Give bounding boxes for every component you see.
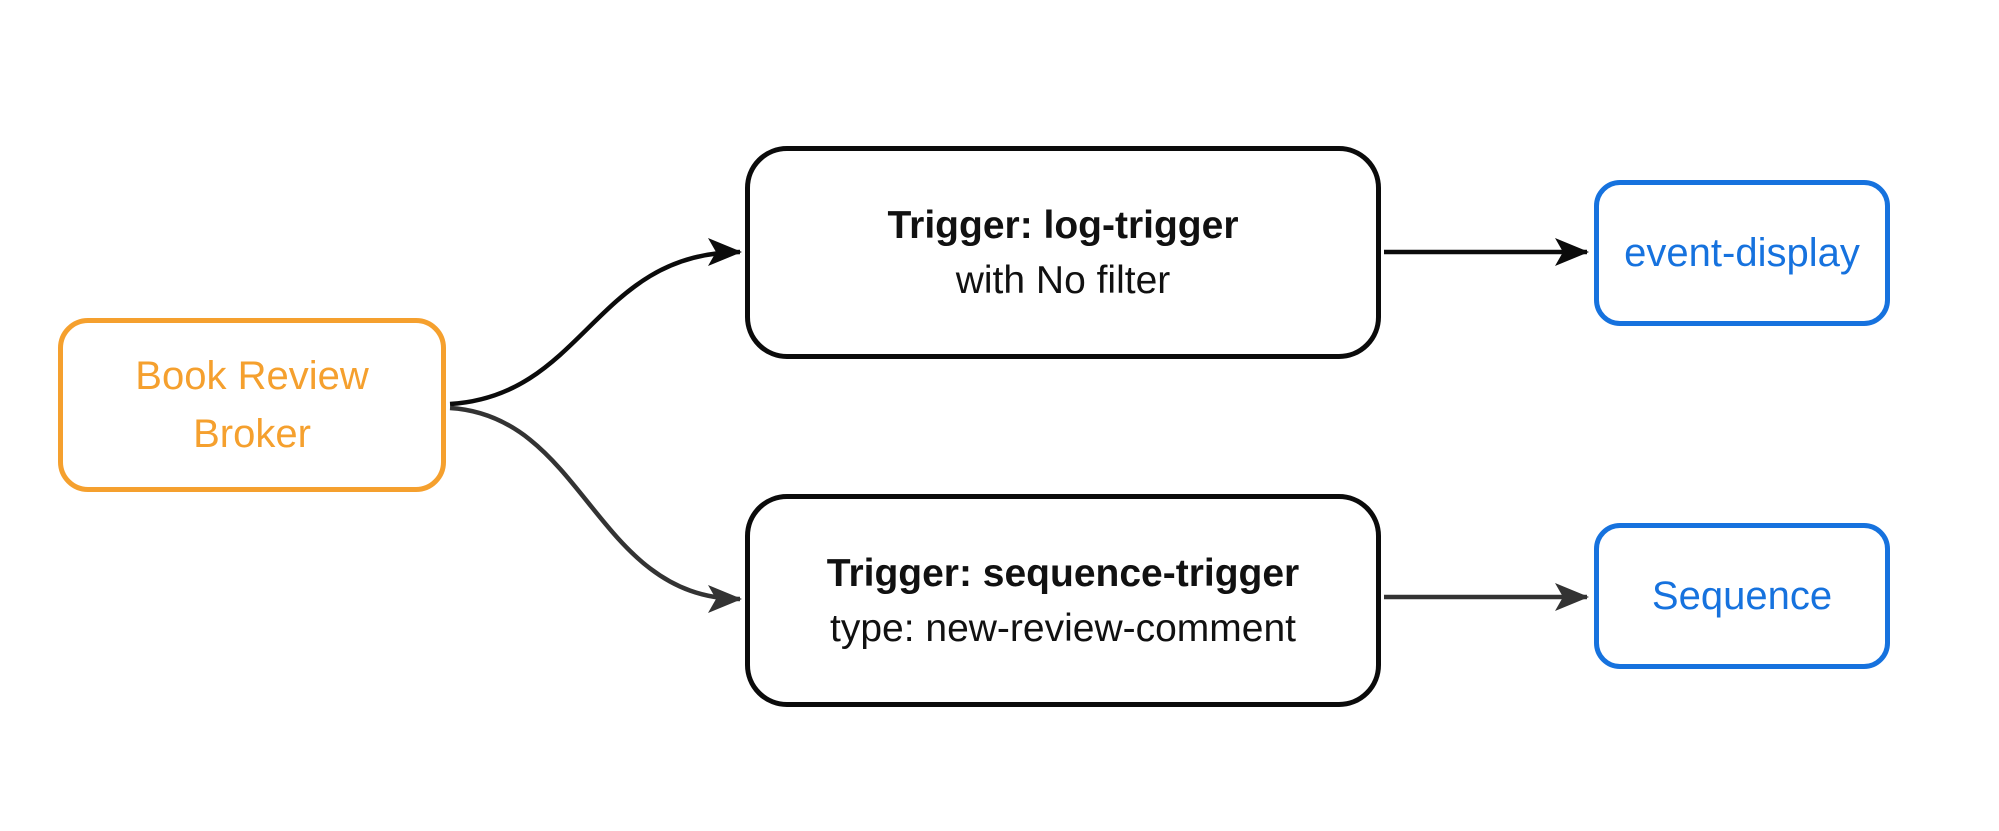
- trigger-sequence-subtitle: type: new-review-comment: [830, 606, 1296, 650]
- node-sequence: Sequence: [1594, 523, 1890, 669]
- edge-broker-to-sequence-trigger: [449, 405, 742, 613]
- sequence-label: Sequence: [1651, 574, 1833, 618]
- event-display-label: event-display: [1624, 231, 1860, 275]
- trigger-log-subtitle: with No filter: [955, 258, 1171, 302]
- node-event-display: event-display: [1594, 180, 1890, 326]
- node-trigger-sequence: Trigger: sequence-trigger type: new-revi…: [745, 494, 1381, 707]
- broker-label-line-1: Book Review: [135, 354, 369, 398]
- broker-label-line-2: Broker: [193, 412, 311, 456]
- trigger-log-title: Trigger: log-trigger: [887, 203, 1239, 247]
- edge-broker-to-log-trigger: [449, 238, 742, 407]
- node-trigger-log: Trigger: log-trigger with No filter: [745, 146, 1381, 359]
- trigger-sequence-title: Trigger: sequence-trigger: [826, 551, 1300, 595]
- node-book-review-broker: Book Review Broker: [58, 318, 446, 492]
